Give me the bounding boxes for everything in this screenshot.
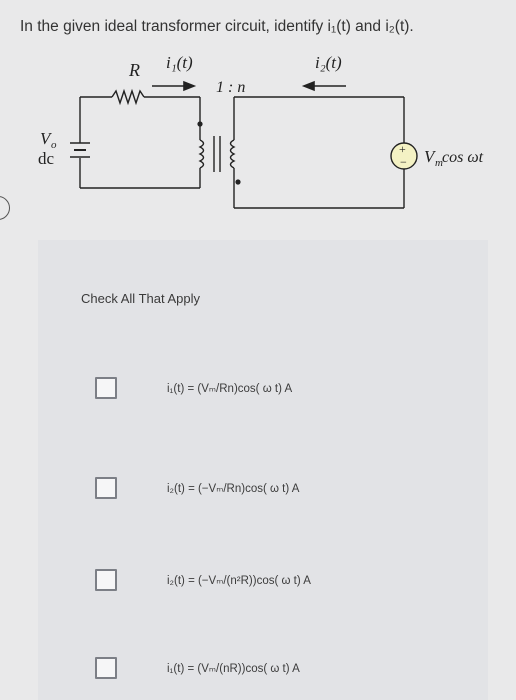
question-text: In the given ideal transformer circuit, … xyxy=(20,18,414,35)
option-3-checkbox[interactable] xyxy=(95,569,117,591)
answer-panel xyxy=(38,240,488,700)
option-2[interactable]: i₂(t) = (−Vₘ/Rn)cos( ω t) A xyxy=(95,476,475,500)
ac-plus: + xyxy=(399,142,406,156)
primary-coil xyxy=(198,139,205,169)
vo-label: V xyxy=(40,129,53,148)
option-4[interactable]: i₁(t) = (Vₘ/(nR))cos( ω t) A xyxy=(95,656,475,680)
vm-sub: m xyxy=(435,157,443,169)
turns-ratio-label: 1 : n xyxy=(216,79,245,96)
option-3[interactable]: i₂(t) = (−Vₘ/(n²R))cos( ω t) A xyxy=(95,568,475,592)
i2-label: i₂(t) xyxy=(315,53,342,72)
resistor-symbol xyxy=(111,88,145,106)
ac-source-symbol xyxy=(390,142,418,170)
vo-sub: o xyxy=(51,139,57,151)
vm-label: V xyxy=(424,147,437,166)
transformer-circuit-diagram: + − R i₁(t) i₂(t) 1 : n V o dc V m cos ω… xyxy=(38,53,484,209)
resistor-label: R xyxy=(128,60,140,80)
option-2-label: i₂(t) = (−Vₘ/Rn)cos( ω t) A xyxy=(167,483,300,495)
check-all-instruction: Check All That Apply xyxy=(81,291,200,306)
ac-minus: − xyxy=(400,155,407,169)
secondary-coil xyxy=(229,139,236,169)
vm-rest: cos ωt xyxy=(442,149,484,166)
option-1[interactable]: i₁(t) = (Vₘ/Rn)cos( ω t) A xyxy=(95,376,475,400)
option-4-checkbox[interactable] xyxy=(95,657,117,679)
option-1-checkbox[interactable] xyxy=(95,377,117,399)
option-2-checkbox[interactable] xyxy=(95,477,117,499)
option-3-label: i₂(t) = (−Vₘ/(n²R))cos( ω t) A xyxy=(167,575,311,587)
option-4-label: i₁(t) = (Vₘ/(nR))cos( ω t) A xyxy=(167,663,300,675)
option-1-label: i₁(t) = (Vₘ/Rn)cos( ω t) A xyxy=(167,383,293,395)
dc-label: dc xyxy=(38,149,55,168)
i1-label: i₁(t) xyxy=(166,53,193,72)
